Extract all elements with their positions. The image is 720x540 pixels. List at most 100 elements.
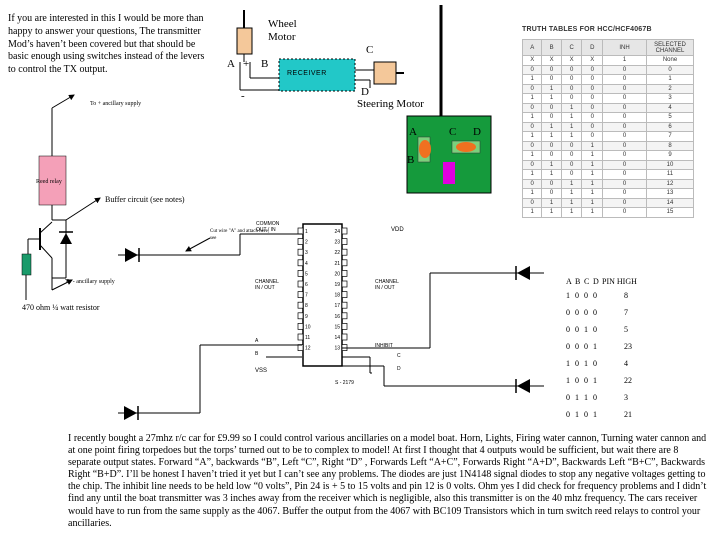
truth-table-cell: X	[521, 55, 543, 66]
truth-table-cell: 0	[541, 102, 562, 113]
letter-d: D	[361, 86, 369, 98]
chip-pin-number: 11	[305, 335, 310, 341]
chip-pin-number: 22	[334, 250, 340, 256]
chip-pin-number: 23	[334, 240, 340, 246]
letter-b: B	[261, 58, 269, 70]
truth-table-cell: 0	[521, 159, 543, 170]
receiver-label: RECEIVER	[287, 70, 327, 77]
board-label-c: C	[449, 126, 457, 138]
truth-table-cell: 1	[541, 121, 562, 132]
truth-table-cell: 0	[602, 207, 647, 218]
truth-table-cell: 3	[646, 93, 694, 104]
cut-wire-label: Cut wire "A" and attach here, see	[210, 229, 270, 241]
channel-left-label: CHANNEL IN / OUT	[255, 279, 279, 291]
letter-c: C	[366, 44, 374, 56]
chip-pin-number: 13	[334, 346, 340, 352]
truth-table-cell: 1	[560, 197, 583, 208]
truth-table-cell: 6	[646, 121, 694, 132]
pin-table-cell: 0	[593, 291, 597, 300]
truth-table-cell: 12	[646, 178, 694, 189]
vdd-label: VDD	[391, 227, 404, 233]
truth-table-cell: 14	[646, 197, 694, 208]
chip-part-number: S - 2179	[335, 380, 354, 386]
truth-table-cell: 0	[581, 64, 604, 75]
truth-table-cell: 1	[581, 197, 604, 208]
truth-table-cell: 0	[581, 131, 604, 142]
pin-table-cell: 0	[575, 359, 579, 368]
chip-pin-number: 3	[305, 250, 308, 256]
buffer-circuit	[21, 94, 101, 300]
pin-table-cell: 1	[575, 393, 579, 402]
pin-table-cell: 1	[593, 410, 597, 419]
truth-table-cell: 1	[541, 131, 562, 142]
truth-table-cell: 13	[646, 188, 694, 199]
chip-pin-left	[297, 248, 304, 256]
pin-table-cell: 0	[575, 308, 579, 317]
truth-table-cell: 0	[521, 178, 543, 189]
truth-table-cell: 9	[646, 150, 694, 161]
pin-table-cell: 0	[593, 325, 597, 334]
receiver-box	[278, 58, 356, 92]
pin-table-cell: 0	[593, 393, 597, 402]
pin-table-cell: 8	[624, 291, 628, 300]
truth-table-cell: 7	[646, 131, 694, 142]
inhibit-label: INHIBIT	[375, 343, 393, 349]
truth-table-cell: 0	[521, 83, 543, 94]
truth-table-cell: 0	[602, 197, 647, 208]
chip-pin-left	[297, 333, 304, 341]
truth-table-cell: 0	[541, 178, 562, 189]
board-component-a	[419, 140, 431, 158]
chip-pin-number: 16	[334, 314, 340, 320]
chip-pin-right	[341, 280, 348, 288]
pin-table-cell: 0	[566, 393, 570, 402]
wheel-motor-label: Wheel Motor	[268, 18, 297, 43]
truth-table-cell: 0	[541, 74, 562, 85]
channel-right-label: CHANNEL IN / OUT	[375, 279, 399, 291]
chip-pin-right	[341, 333, 348, 341]
chip-pin-number: 24	[334, 229, 340, 235]
pin-table-header-cell: C	[584, 276, 590, 286]
steering-motor-label: Steering Motor	[357, 98, 424, 110]
truth-table-cell: 0	[602, 150, 647, 161]
truth-table-cell: 0	[581, 112, 604, 123]
chip-pin-number: 8	[305, 303, 308, 309]
chip-pin-left	[297, 270, 304, 277]
chip-pin-left	[297, 238, 304, 245]
truth-table-cell: 0	[602, 93, 647, 104]
pin-table-cell: 0	[566, 342, 570, 351]
chip-pin-left	[297, 227, 304, 235]
pin-table-cell: 0	[575, 291, 579, 300]
chip-pin-number: 19	[334, 282, 340, 288]
truth-table-cell: 1	[521, 93, 543, 104]
chip-pin-number: 15	[334, 324, 340, 330]
chip-b-label: B	[255, 351, 259, 357]
truth-table-cell: 0	[560, 159, 583, 170]
truth-table-cell: 1	[541, 207, 562, 218]
chip-pin-number: 12	[305, 346, 311, 352]
chip-c-label: C	[397, 353, 401, 359]
truth-table-cell: 1	[521, 150, 543, 161]
pin-table-cell: 4	[624, 359, 628, 368]
truth-table-cell: 1	[541, 197, 562, 208]
truth-table-cell: 1	[560, 207, 583, 218]
chip-pin-number: 2	[305, 240, 308, 246]
pin-table-cell: 21	[624, 410, 632, 419]
story-text: I recently bought a 27mhz r/c car for £9…	[68, 433, 707, 529]
truth-table-cell: 1	[560, 121, 583, 132]
chip-pin-number: 4	[305, 261, 308, 267]
truth-table-cell: 0	[581, 93, 604, 104]
